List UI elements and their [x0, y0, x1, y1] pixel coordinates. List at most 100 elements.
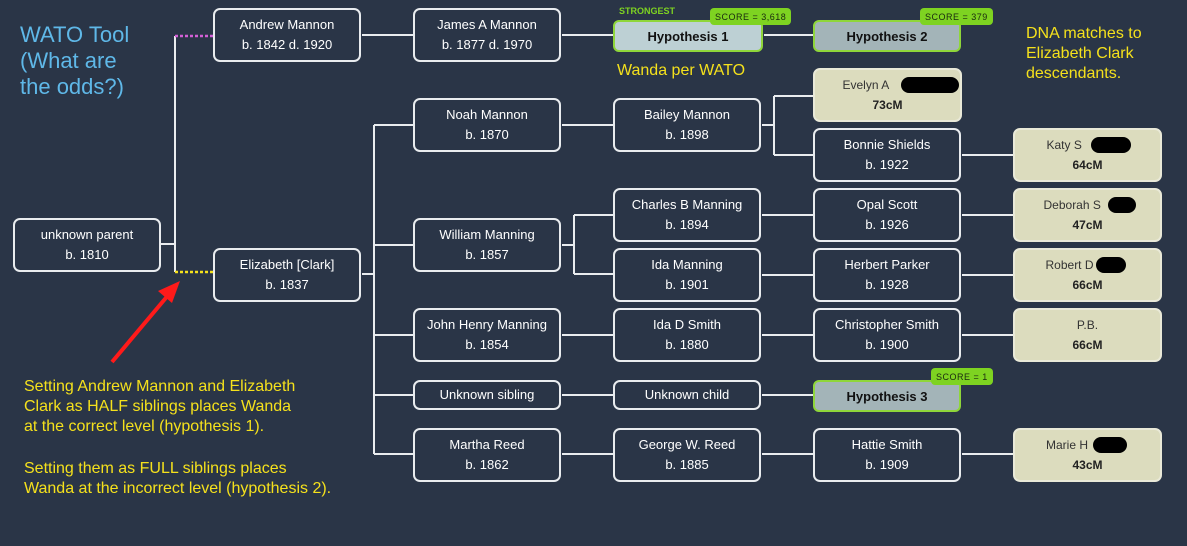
person-herbert-parker[interactable]: Herbert Parker b. 1928: [813, 248, 961, 302]
person-name: Elizabeth [Clark]: [239, 257, 335, 272]
person-name: Hattie Smith: [851, 437, 923, 452]
person-name: James A Mannon: [437, 17, 537, 32]
person-martha-reed[interactable]: Martha Reed b. 1862: [413, 428, 561, 482]
match-name: P.B.: [1076, 318, 1099, 332]
connector-elizabeth-children: [362, 124, 414, 455]
match-marie[interactable]: Marie H 43cM: [1013, 428, 1162, 482]
person-charles-manning[interactable]: Charles B Manning b. 1894: [613, 188, 761, 242]
person-unknown-child[interactable]: Unknown child: [613, 380, 761, 410]
match-deborah[interactable]: Deborah S 47cM: [1013, 188, 1162, 242]
person-dates: b. 1900: [865, 337, 909, 352]
person-bailey-mannon[interactable]: Bailey Mannon b. 1898: [613, 98, 761, 152]
person-dates: b. 1894: [665, 217, 709, 232]
person-dates: b. 1909: [865, 457, 909, 472]
person-william-manning[interactable]: William Manning b. 1857: [413, 218, 561, 272]
person-christopher-smith[interactable]: Christopher Smith b. 1900: [813, 308, 961, 362]
explanation-line-5: Wanda at the incorrect level (hypothesis…: [24, 480, 332, 497]
person-name: Andrew Mannon: [239, 17, 335, 32]
person-elizabeth-clark[interactable]: Elizabeth [Clark] b. 1837: [213, 248, 361, 302]
person-opal-scott[interactable]: Opal Scott b. 1926: [813, 188, 961, 242]
person-andrew-mannon[interactable]: Andrew Mannon b. 1842 d. 1920: [213, 8, 361, 62]
title-line-2: (What are: [20, 48, 117, 73]
person-dates: b. 1854: [465, 337, 509, 352]
explanation-text: Setting Andrew Mannon and Elizabeth Clar…: [24, 377, 331, 499]
match-pb[interactable]: P.B. 66cM: [1013, 308, 1162, 362]
match-name-text: Marie H: [1046, 438, 1089, 452]
person-dates: b. 1928: [865, 277, 909, 292]
match-name: Robert D: [1010, 255, 1166, 275]
score-badge-h3: SCORE = 1: [931, 368, 993, 385]
explanation-line-4: Setting them as FULL siblings places: [24, 460, 287, 477]
wato-tool-title: WATO Tool (What are the odds?): [20, 22, 129, 100]
match-name: Evelyn A: [823, 75, 959, 95]
hypothesis-1[interactable]: Hypothesis 1: [613, 20, 763, 52]
person-unknown-parent[interactable]: unknown parent b. 1810: [13, 218, 161, 272]
person-name: John Henry Manning: [427, 317, 547, 332]
explanation-line-2: Clark as HALF siblings places Wanda: [24, 398, 292, 415]
match-name: Deborah S: [1012, 195, 1164, 215]
match-katy[interactable]: Katy S 64cM: [1013, 128, 1162, 182]
wanda-note: Wanda per WATO: [617, 62, 746, 79]
match-robert[interactable]: Robert D 66cM: [1013, 248, 1162, 302]
dna-note: DNA matches to Elizabeth Clark descendan…: [1026, 24, 1142, 84]
title-line-1: WATO Tool: [20, 22, 130, 47]
redaction-mark: [1093, 437, 1127, 453]
person-name: Unknown sibling: [439, 387, 535, 402]
redaction-mark: [900, 77, 959, 93]
person-dates: b. 1862: [465, 457, 509, 472]
match-evelyn[interactable]: Evelyn A 73cM: [813, 68, 962, 122]
person-name: Bailey Mannon: [644, 107, 730, 122]
hypothesis-label: Hypothesis 1: [647, 28, 729, 44]
explanation-line-3: at the correct level (hypothesis 1).: [24, 418, 265, 435]
person-ida-manning[interactable]: Ida Manning b. 1901: [613, 248, 761, 302]
person-george-reed[interactable]: George W. Reed b. 1885: [613, 428, 761, 482]
person-name: William Manning: [439, 227, 535, 242]
person-name: Christopher Smith: [834, 317, 940, 332]
match-name: Marie H: [1009, 435, 1166, 455]
explanation-line-1: Setting Andrew Mannon and Elizabeth: [24, 378, 296, 395]
match-cm: 64cM: [1072, 158, 1103, 172]
match-cm: 47cM: [1072, 218, 1103, 232]
person-dates: b. 1877 d. 1970: [441, 37, 533, 52]
person-name: Unknown child: [644, 387, 730, 402]
hypothesis-label: Hypothesis 3: [846, 388, 928, 404]
dna-note-line-3: descendants.: [1026, 65, 1122, 82]
match-cm: 43cM: [1072, 458, 1103, 472]
person-dates: b. 1901: [665, 277, 709, 292]
dna-note-line-1: DNA matches to: [1026, 25, 1142, 42]
person-name: Bonnie Shields: [843, 137, 931, 152]
person-dates: b. 1837: [265, 277, 309, 292]
person-john-henry-manning[interactable]: John Henry Manning b. 1854: [413, 308, 561, 362]
person-bonnie-shields[interactable]: Bonnie Shields b. 1922: [813, 128, 961, 182]
match-cm: 66cM: [1072, 338, 1103, 352]
redaction-mark: [1090, 137, 1131, 153]
person-name: Opal Scott: [856, 197, 918, 212]
hypothesis-2[interactable]: Hypothesis 2: [813, 20, 961, 52]
person-unknown-sibling[interactable]: Unknown sibling: [413, 380, 561, 410]
person-hattie-smith[interactable]: Hattie Smith b. 1909: [813, 428, 961, 482]
person-ida-d-smith[interactable]: Ida D Smith b. 1880: [613, 308, 761, 362]
hypothesis-3[interactable]: Hypothesis 3: [813, 380, 961, 412]
score-badge-h2: SCORE = 379: [920, 8, 993, 25]
person-name: Ida Manning: [651, 257, 723, 272]
match-cm: 73cM: [872, 98, 903, 112]
strongest-label: STRONGEST: [619, 6, 676, 16]
person-name: George W. Reed: [638, 437, 736, 452]
person-dates: b. 1842 d. 1920: [241, 37, 333, 52]
person-name: Noah Mannon: [446, 107, 528, 122]
person-dates: b. 1926: [865, 217, 909, 232]
person-name: Martha Reed: [449, 437, 525, 452]
score-badge-h1: SCORE = 3,618: [710, 8, 792, 25]
person-noah-mannon[interactable]: Noah Mannon b. 1870: [413, 98, 561, 152]
red-arrow-head: [158, 281, 180, 303]
person-name: Charles B Manning: [631, 197, 743, 212]
person-dates: b. 1810: [65, 247, 109, 262]
person-james-mannon[interactable]: James A Mannon b. 1877 d. 1970: [413, 8, 561, 62]
person-name: Herbert Parker: [844, 257, 930, 272]
match-cm: 66cM: [1072, 278, 1103, 292]
person-dates: b. 1898: [665, 127, 709, 142]
match-name-text: Katy S: [1046, 138, 1082, 152]
redaction-mark: [1107, 197, 1136, 213]
person-name: Ida D Smith: [653, 317, 721, 332]
